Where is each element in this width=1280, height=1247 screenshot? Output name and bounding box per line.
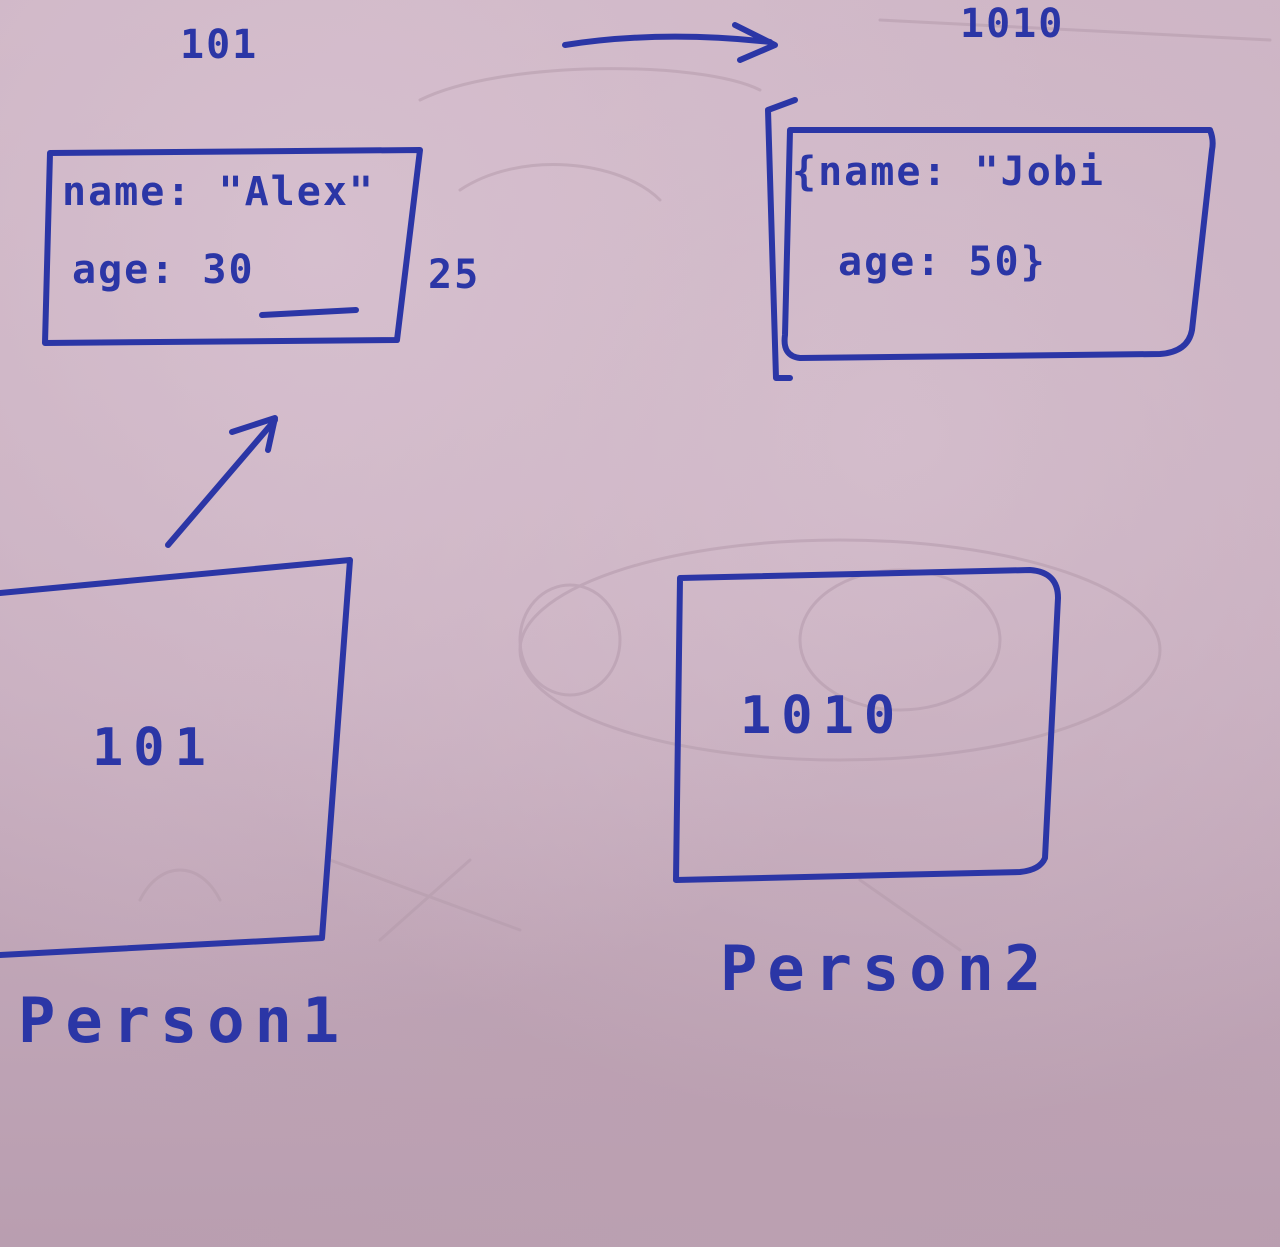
right-object-age: age: 50} [838, 239, 1047, 285]
left-object-age: age: 30 [72, 247, 255, 293]
person2-label: Person2 [720, 932, 1052, 1005]
left-object-new-age: 25 [428, 252, 481, 298]
left-object-name: name: "Alex" [62, 169, 375, 215]
person1-value: 101 [92, 718, 216, 778]
person1-label: Person1 [18, 984, 350, 1057]
object-box-1010-bracket [765, 97, 798, 381]
reference-arrow [165, 417, 278, 548]
object-box-1010 [781, 127, 1216, 361]
right-object-address: 1010 [960, 1, 1065, 47]
right-object-name: {name: "Jobi [792, 149, 1105, 195]
left-object-address: 101 [180, 22, 259, 68]
variable-box-person1 [0, 557, 353, 958]
person2-value: 1010 [740, 686, 906, 746]
address-arrow [562, 33, 773, 48]
object-box-101 [42, 147, 423, 346]
variable-box-person2 [673, 567, 1061, 883]
